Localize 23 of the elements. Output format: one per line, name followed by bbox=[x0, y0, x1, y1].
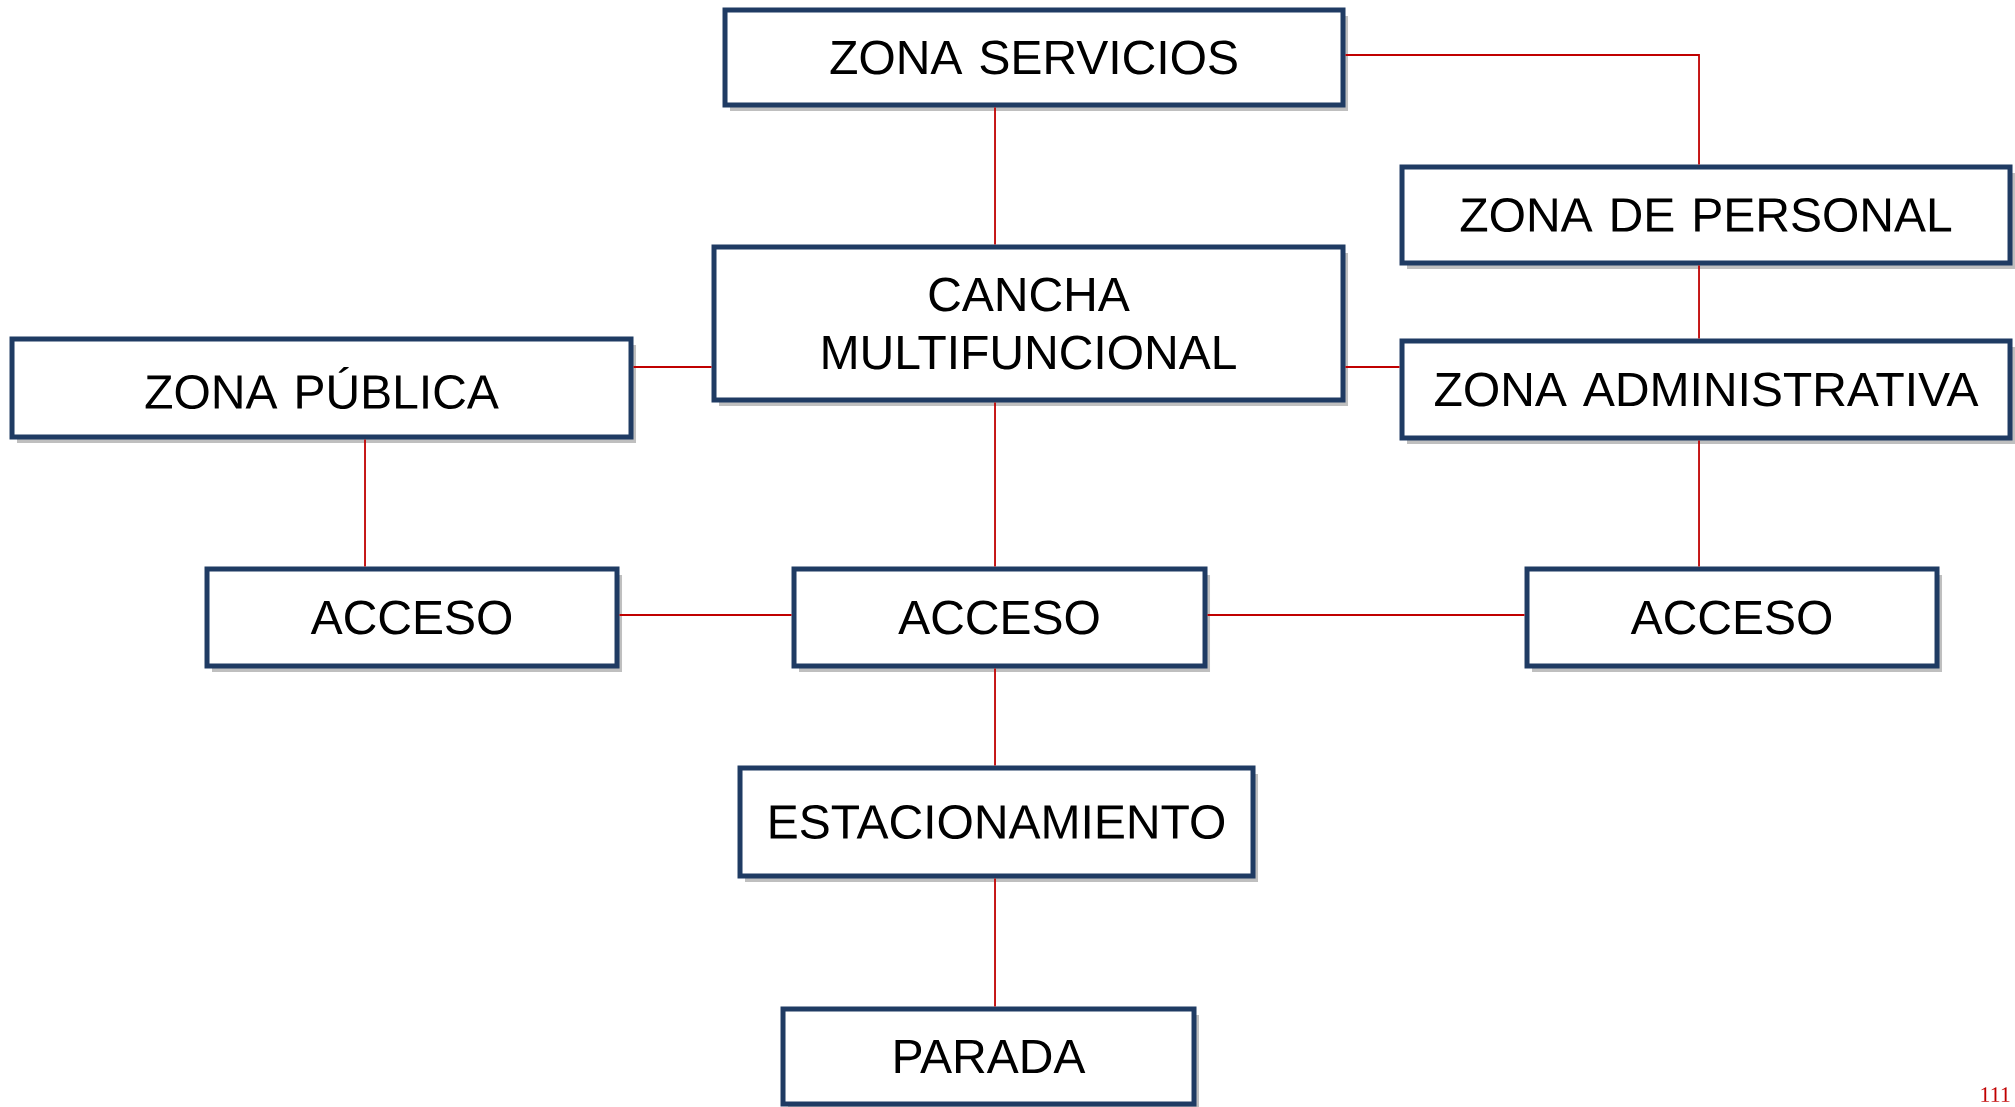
zone-box: ACCESO bbox=[1524, 566, 1942, 672]
connector-line bbox=[364, 438, 366, 568]
connector-line bbox=[618, 614, 793, 616]
zone-box: CANCHA MULTIFUNCIONAL bbox=[711, 244, 1348, 406]
zone-box: ZONA PÚBLICA bbox=[9, 336, 636, 443]
page-number: 111 bbox=[1981, 1087, 2010, 1102]
connector-line bbox=[632, 366, 713, 368]
zone-box: ZONA DE PERSONAL bbox=[1399, 164, 2015, 269]
connector-line bbox=[994, 667, 996, 767]
zone-box: ACCESO bbox=[204, 566, 622, 672]
connector-line bbox=[994, 401, 996, 568]
connector-line bbox=[1698, 439, 1700, 568]
zone-box: PARADA bbox=[780, 1006, 1199, 1107]
zone-box: ZONA ADMINISTRATIVA bbox=[1399, 338, 2015, 444]
zone-box: ESTACIONAMIENTO bbox=[737, 765, 1258, 882]
zone-box: ACCESO bbox=[791, 566, 1210, 672]
connector-line bbox=[1344, 366, 1401, 368]
connector-line bbox=[1206, 614, 1526, 616]
connector-line bbox=[1698, 264, 1700, 340]
connector-line bbox=[1344, 54, 1700, 166]
connector-line bbox=[994, 877, 996, 1008]
zone-box: ZONA SERVICIOS bbox=[722, 7, 1348, 111]
connector-line bbox=[994, 106, 996, 246]
